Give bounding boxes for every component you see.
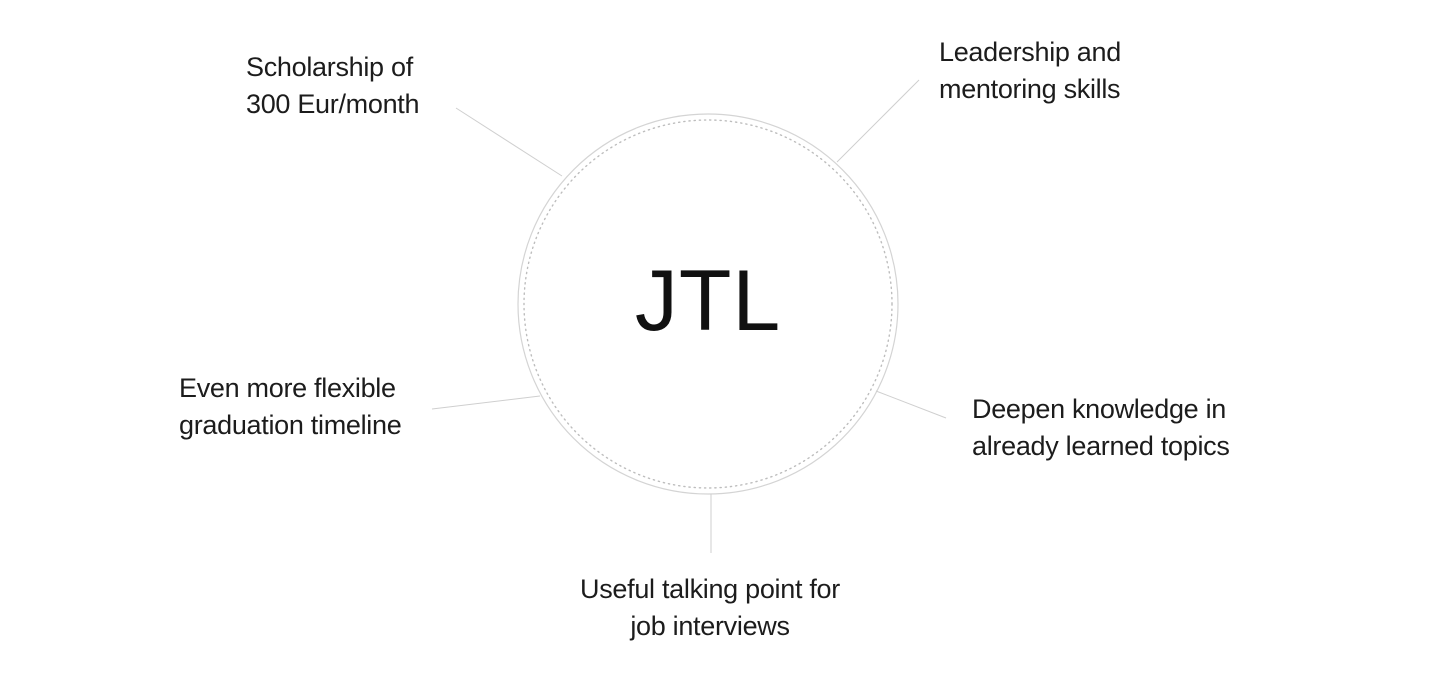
benefit-flexible-timeline: Even more flexible graduation timeline [179, 370, 402, 444]
benefit-deepen-knowledge-line-1: Deepen knowledge in [972, 394, 1226, 424]
outer-ring [517, 113, 899, 495]
benefit-flexible-timeline-line-2: graduation timeline [179, 410, 402, 440]
benefit-scholarship-line-1: Scholarship of [246, 52, 413, 82]
benefit-deepen-knowledge: Deepen knowledge in already learned topi… [972, 391, 1230, 465]
benefit-talking-point-line-1: Useful talking point for [580, 574, 840, 604]
benefit-talking-point: Useful talking point for job interviews [560, 571, 860, 645]
connector-flexible-timeline [431, 395, 541, 410]
benefit-leadership-line-1: Leadership and [939, 37, 1121, 67]
inner-dotted-ring [523, 119, 893, 489]
center-title: JTL [634, 253, 782, 349]
connector-scholarship [455, 107, 563, 177]
benefit-deepen-knowledge-line-2: already learned topics [972, 431, 1230, 461]
benefit-scholarship: Scholarship of 300 Eur/month [246, 49, 420, 123]
connector-deepen-knowledge [875, 390, 947, 419]
benefit-talking-point-line-2: job interviews [630, 611, 790, 641]
benefit-leadership: Leadership and mentoring skills [939, 34, 1121, 108]
benefit-leadership-line-2: mentoring skills [939, 74, 1121, 104]
benefit-scholarship-line-2: 300 Eur/month [246, 89, 420, 119]
connector-leadership [836, 79, 920, 163]
benefit-flexible-timeline-line-1: Even more flexible [179, 373, 396, 403]
